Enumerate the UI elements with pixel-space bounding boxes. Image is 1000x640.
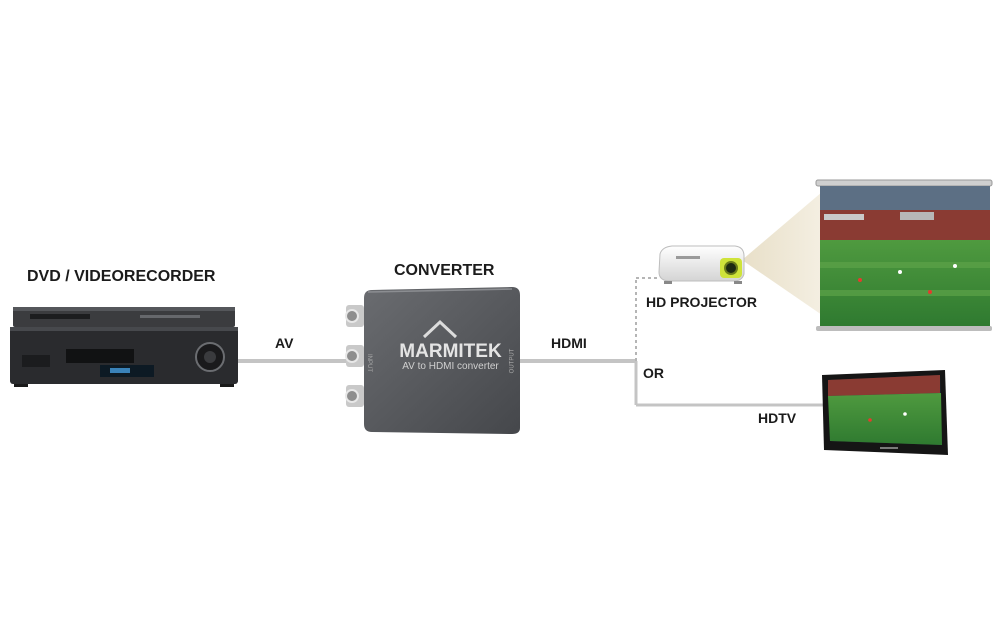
input-port-label: INPUT [366, 354, 372, 372]
brand-subtitle: AV to HDMI converter [402, 361, 499, 372]
hdmi-cable [516, 359, 830, 407]
or-label: OR [643, 365, 664, 381]
converter-branding: MARMITEK AV to HDMI converter [388, 341, 513, 372]
dvd-videorecorder-label: DVD / VIDEORECORDER [27, 268, 216, 285]
converter-label: CONVERTER [394, 262, 495, 279]
projection-beam [742, 192, 822, 315]
av-cable-label: AV [275, 335, 294, 351]
brand-logo-text: MARMITEK [399, 341, 502, 362]
hdtv-device [822, 370, 948, 455]
projection-screen [815, 179, 993, 331]
projector-dotted-cable [635, 277, 660, 361]
hd-projector-label: HD PROJECTOR [646, 294, 757, 310]
hd-projector-device [658, 245, 745, 284]
hdmi-cable-label: HDMI [551, 335, 587, 351]
hdtv-label: HDTV [758, 410, 797, 426]
rca-input-ports [345, 305, 364, 407]
marmitek-converter-device [345, 287, 520, 434]
dvd-videorecorder-device [10, 307, 238, 387]
output-port-label: OUTPUT [509, 348, 516, 374]
